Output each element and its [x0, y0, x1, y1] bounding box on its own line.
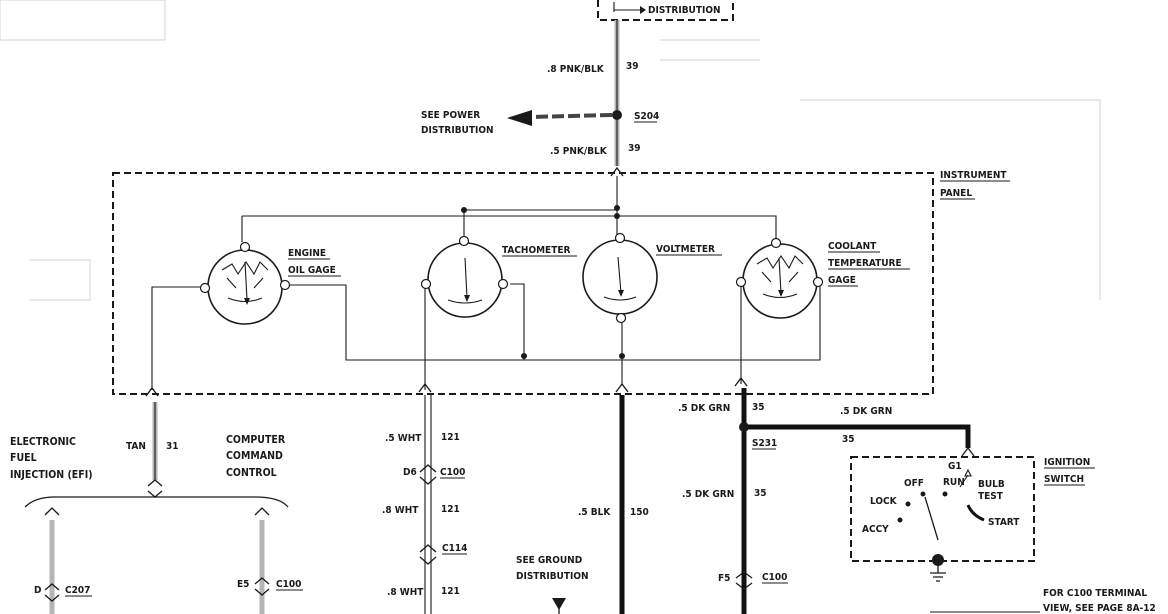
splice-s204-dot [612, 110, 622, 120]
see-power-label-2: DISTRIBUTION [421, 125, 494, 136]
module-labels: ELECTRONIC FUEL INJECTION (EFI) COMPUTER… [10, 434, 286, 481]
coolant-label-3: GAGE [828, 275, 856, 286]
dkgrn-top-label: .5 DK GRN [840, 406, 892, 417]
c100-note-2: VIEW, SEE PAGE 8A-12 [1043, 603, 1156, 614]
wht3-label: .8 WHT [387, 587, 424, 598]
coolant-temperature-gauge: COOLANT TEMPERATURE GAGE [735, 237, 910, 319]
connector-c100c-label: C100 [762, 572, 787, 583]
tan-wire-31: TAN 31 [24, 402, 289, 614]
ignition-switch: G1 OFF RUN BULB TEST LOCK ACCY START IGN… [850, 446, 1095, 582]
connector-c114-label: C114 [442, 543, 467, 554]
see-ground-label-2: DISTRIBUTION [516, 571, 589, 582]
dkgrn2-label: .5 DK GRN [682, 489, 734, 500]
dkgrn-top-circuit: 35 [842, 434, 855, 445]
tan-circuit: 31 [166, 441, 179, 452]
connector-c100a-label: C100 [440, 467, 465, 478]
wire-circuit-mid: 39 [628, 143, 641, 154]
lower-left-connectors: D C207 E5 C100 [34, 577, 303, 602]
connector-d-label: D [34, 585, 41, 596]
efi-label-3: INJECTION (EFI) [10, 469, 93, 481]
distribution-top-label: DISTRIBUTION [648, 5, 721, 16]
ccc-label-3: CONTROL [226, 467, 277, 479]
wht2-circuit: 121 [441, 504, 460, 515]
instrument-panel-box: INSTRUMENT PANEL [112, 170, 1010, 395]
c100-terminal-note: FOR C100 TERMINAL VIEW, SEE PAGE 8A-12 [930, 588, 1156, 614]
engine-oil-label-2: OIL GAGE [288, 265, 336, 276]
splice-s204-label: S204 [634, 111, 659, 122]
tachometer-gauge: TACHOMETER [420, 235, 577, 318]
ccc-label-1: COMPUTER [226, 434, 286, 446]
top-distribution-box: DISTRIBUTION [597, 0, 734, 21]
ignition-bulb: BULB [978, 479, 1005, 490]
splice-s231-label: S231 [752, 438, 777, 449]
see-ground-label-1: SEE GROUND [516, 555, 582, 566]
blk-circuit: 150 [630, 507, 649, 518]
ignition-off: OFF [904, 478, 924, 489]
coolant-label-2: TEMPERATURE [828, 258, 902, 269]
efi-label-2: FUEL [10, 452, 37, 464]
see-power-arrow: SEE POWER DISTRIBUTION [421, 110, 613, 136]
connector-d6-label: D6 [403, 467, 417, 478]
tan-label: TAN [126, 441, 146, 452]
c100-note-1: FOR C100 TERMINAL [1043, 588, 1147, 599]
wire-circuit-top: 39 [626, 61, 639, 72]
connector-c207-label: C207 [65, 585, 90, 596]
blk-label: .5 BLK [578, 507, 611, 518]
dkgrn1-label: .5 DK GRN [678, 403, 730, 414]
feed-wire-39: .8 PNK/BLK 39 .5 PNK/BLK 39 S204 [547, 20, 659, 177]
instrument-panel-label-1: INSTRUMENT [940, 170, 1007, 181]
ignition-start: START [988, 517, 1020, 528]
wht1-circuit: 121 [441, 432, 460, 443]
ignition-accy: ACCY [862, 524, 889, 535]
see-power-label-1: SEE POWER [421, 110, 480, 121]
connector-c100b-label: C100 [276, 579, 301, 590]
dkgrn-wire-35: .5 DK GRN 35 S231 .5 DK GRN 35 .5 DK GRN… [678, 388, 971, 614]
wire-label-mid: .5 PNK/BLK [550, 146, 608, 157]
wire-label-top: .8 PNK/BLK [547, 64, 605, 75]
coolant-label-1: COOLANT [828, 241, 877, 252]
efi-label-1: ELECTRONIC [10, 436, 76, 448]
splice-s231-dot [739, 422, 749, 432]
engine-oil-gauge: ENGINE OIL GAGE [199, 241, 341, 325]
voltmeter-gauge: VOLTMETER [582, 232, 722, 324]
wht-wire-121: .5 WHT 121 D6 C100 .8 WHT 121 C114 .8 WH… [382, 395, 467, 614]
panel-exit-connectors [145, 376, 748, 397]
connector-e5-label: E5 [237, 579, 249, 590]
dkgrn2-circuit: 35 [754, 488, 767, 499]
ccc-label-2: COMMAND [226, 450, 283, 462]
blk-wire-150: .5 BLK 150 SEE GROUND DISTRIBUTION [516, 395, 649, 614]
ignition-run: RUN [943, 477, 965, 488]
ignition-g1: G1 [948, 461, 962, 472]
ignition-label-1: IGNITION [1044, 457, 1090, 468]
ignition-lock: LOCK [870, 496, 898, 507]
tachometer-label: TACHOMETER [502, 245, 570, 256]
ignition-test: TEST [978, 491, 1004, 502]
dkgrn1-circuit: 35 [752, 402, 765, 413]
wht1-label: .5 WHT [385, 433, 422, 444]
engine-oil-label-1: ENGINE [288, 248, 326, 259]
ignition-label-2: SWITCH [1044, 474, 1084, 485]
wht3-circuit: 121 [441, 586, 460, 597]
connector-f5-label: F5 [718, 573, 730, 584]
voltmeter-label: VOLTMETER [656, 244, 715, 255]
background-bleed [0, 0, 1101, 301]
instrument-panel-label-2: PANEL [940, 188, 972, 199]
wht2-label: .8 WHT [382, 505, 419, 516]
